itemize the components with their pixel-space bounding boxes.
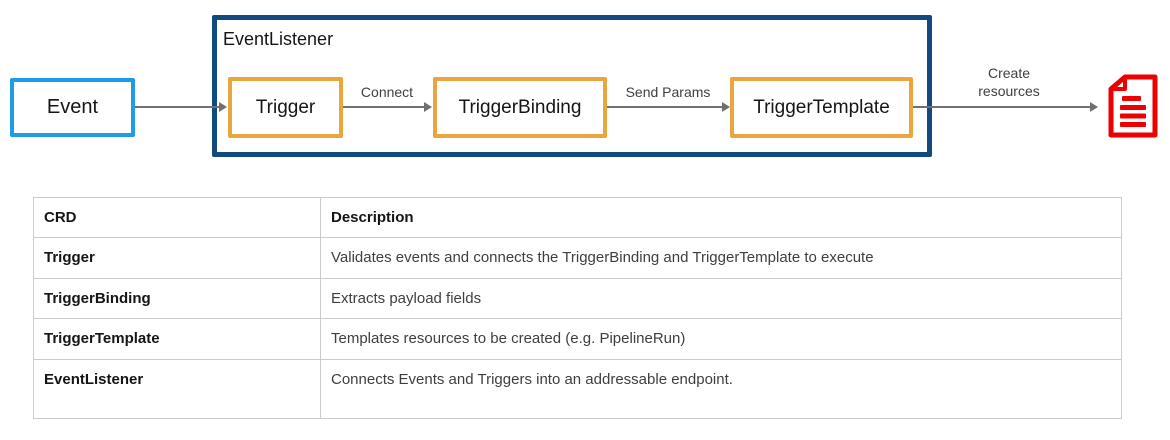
crd-cell-trigger-template: TriggerTemplate	[34, 319, 321, 359]
table-row: TriggerTemplate Templates resources to b…	[34, 319, 1121, 360]
description-cell-trigger-binding: Extracts payload fields	[331, 290, 482, 307]
trigger-template-node-label: TriggerTemplate	[753, 96, 890, 118]
send-params-arrow-label: Send Params	[625, 84, 711, 100]
table-row: Trigger Validates events and connects th…	[34, 238, 1121, 279]
crd-cell-event-listener: EventListener	[34, 360, 321, 418]
crd-cell-trigger: Trigger	[34, 238, 321, 278]
table-row: TriggerBinding Extracts payload fields	[34, 279, 1121, 319]
trigger-node-label: Trigger	[255, 96, 316, 118]
trigger-node: Trigger	[228, 77, 343, 138]
trigger-binding-node-label: TriggerBinding	[458, 96, 582, 118]
column-header-crd: CRD	[34, 198, 321, 237]
event-node: Event	[10, 78, 135, 137]
flow-diagram: Event EventListener Trigger TriggerBindi…	[0, 0, 1170, 180]
arrow-trigger-to-binding	[343, 102, 432, 112]
trigger-template-node: TriggerTemplate	[730, 77, 913, 138]
arrow-binding-to-template	[607, 102, 730, 112]
column-header-description: Description	[331, 209, 414, 226]
trigger-binding-node: TriggerBinding	[433, 77, 607, 138]
description-cell-trigger-template: Templates resources to be created (e.g. …	[331, 330, 686, 347]
table-header-row: CRD Description	[34, 198, 1121, 238]
event-listener-container	[212, 15, 932, 157]
crd-cell-trigger-binding: TriggerBinding	[34, 279, 321, 318]
resources-document-icon	[1108, 74, 1158, 138]
create-resources-arrow-label: Create resources	[978, 65, 1040, 99]
arrow-event-to-trigger	[135, 102, 227, 112]
crd-description-table: CRD Description Trigger Validates events…	[33, 197, 1122, 419]
event-node-label: Event	[46, 96, 99, 118]
description-cell-trigger: Validates events and connects the Trigge…	[331, 249, 874, 266]
event-listener-label: EventListener	[223, 29, 334, 49]
arrow-template-to-resources	[913, 102, 1098, 112]
connect-arrow-label: Connect	[360, 84, 414, 100]
table-row: EventListener Connects Events and Trigge…	[34, 360, 1121, 418]
description-cell-event-listener: Connects Events and Triggers into an add…	[331, 371, 733, 388]
